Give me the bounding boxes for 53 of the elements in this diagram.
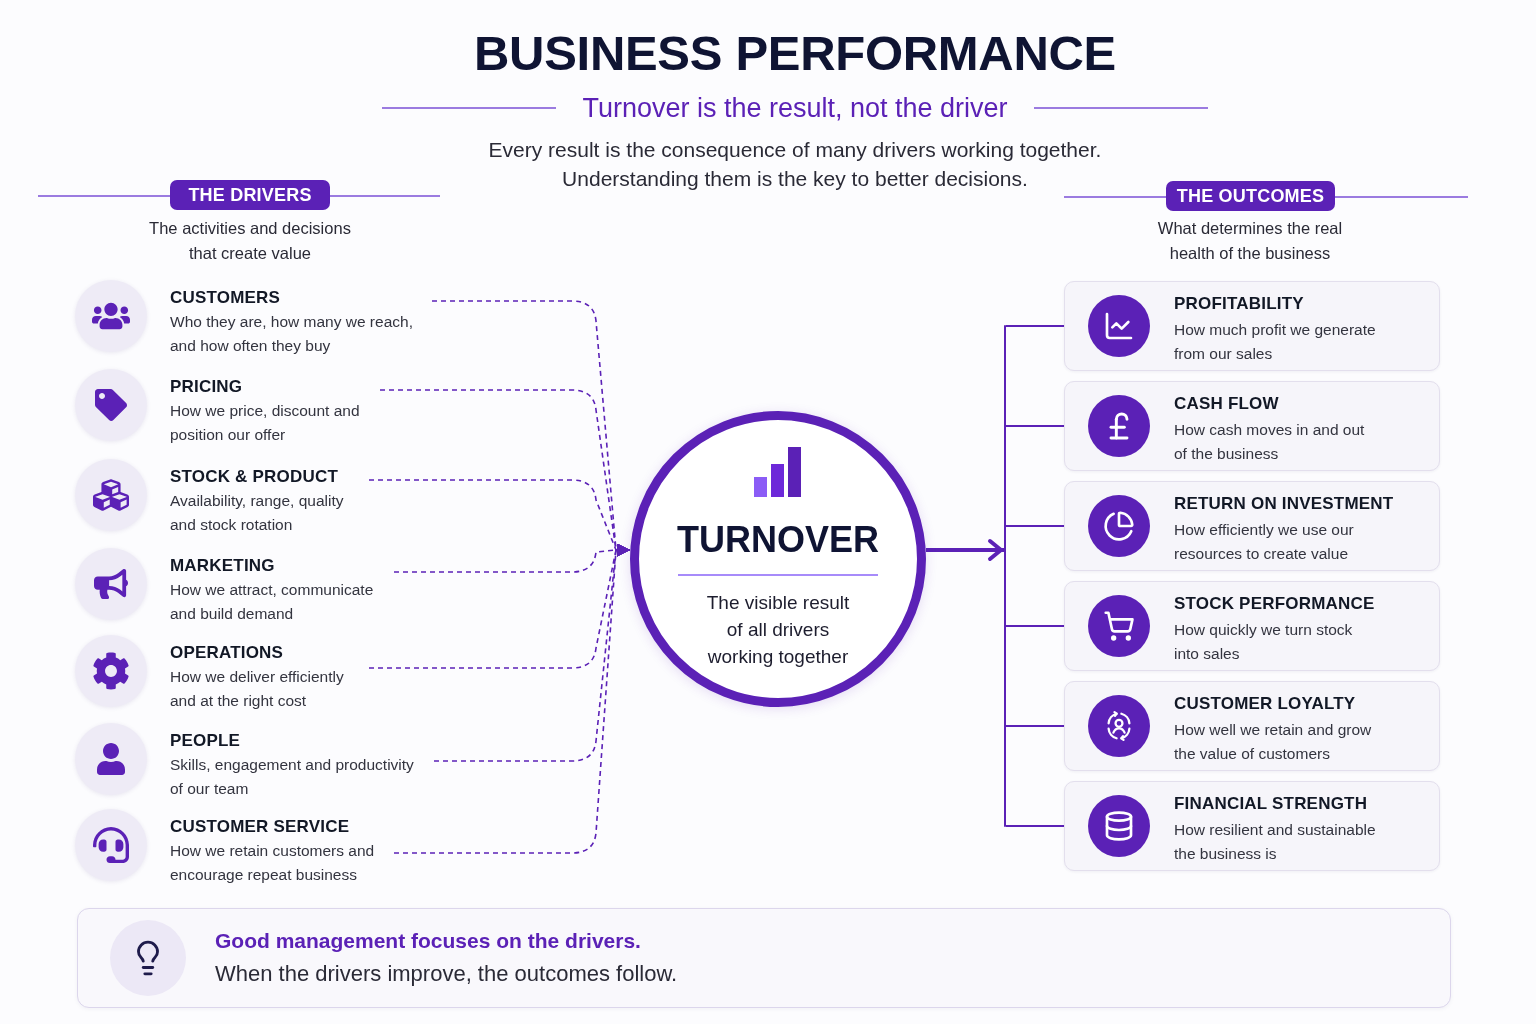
- driver-description: How we price, discount and position our offer: [170, 401, 361, 445]
- outcome-description: How resilient and sustainable the business is: [1174, 820, 1377, 864]
- section-heading: THE OUTCOMES: [1166, 181, 1335, 211]
- outcome-description: How cash moves in and out of the business: [1174, 420, 1366, 464]
- connector-line: [1005, 725, 1065, 727]
- driver-title: STOCK & PRODUCT: [170, 466, 338, 488]
- outcome-title: FINANCIAL STRENGTH: [1174, 793, 1368, 815]
- bracket-line: [1004, 325, 1006, 827]
- driver-title: OPERATIONS: [170, 642, 284, 664]
- section-heading: THE DRIVERS: [170, 180, 330, 210]
- page-title: BUSINESS PERFORMANCE: [474, 25, 1116, 82]
- footer-banner: [77, 908, 1451, 1008]
- footer-text: When the drivers improve, the outcomes follow.: [215, 960, 678, 988]
- driver-title: CUSTOMERS: [170, 287, 281, 309]
- outcome-card: [1064, 681, 1440, 771]
- intro-text: Every result is the consequence of many drivers working together. Understanding them is the key to better decisions.: [487, 137, 1103, 192]
- footer-highlight: Good management focuses on the drivers.: [215, 928, 641, 954]
- driver-description: Skills, engagement and productivity of our team: [170, 755, 415, 799]
- outcome-card: [1064, 381, 1440, 471]
- driver-title: PEOPLE: [170, 730, 241, 752]
- outcome-title: CUSTOMER LOYALTY: [1174, 693, 1356, 715]
- outcome-title: PROFITABILITY: [1174, 293, 1304, 315]
- connector-line: [1005, 525, 1065, 527]
- outcome-card: [1064, 581, 1440, 671]
- driver-description: How we attract, communicate and build demand: [170, 580, 375, 624]
- connector-line: [1005, 325, 1065, 327]
- page-subtitle: Turnover is the result, not the driver: [582, 92, 1008, 125]
- connector-line: [1005, 425, 1065, 427]
- arrow: [926, 539, 1004, 561]
- driver-title: CUSTOMER SERVICE: [170, 816, 350, 838]
- connector-line: [1005, 625, 1065, 627]
- outcome-description: How quickly we turn stock into sales: [1174, 620, 1354, 664]
- outcome-card: [1064, 781, 1440, 871]
- outcome-title: CASH FLOW: [1174, 393, 1279, 415]
- driver-description: Who they are, how many we reach, and how often they buy: [170, 312, 414, 356]
- driver-description: How we deliver efficiently and at the right cost: [170, 667, 345, 711]
- turnover-description: The visible result of all drivers working together: [705, 590, 851, 669]
- outcome-title: STOCK PERFORMANCE: [1174, 593, 1375, 615]
- section-description: The activities and decisions that create value: [148, 218, 352, 264]
- driver-description: How we retain customers and encourage repeat business: [170, 841, 376, 885]
- driver-description: Availability, range, quality and stock rotation: [170, 491, 345, 535]
- outcome-description: How well we retain and grow the value of customers: [1174, 720, 1373, 764]
- dashed-arrow: [393, 543, 631, 854]
- outcome-card: [1064, 481, 1440, 571]
- outcome-description: How much profit we generate from our sales: [1174, 320, 1377, 364]
- turnover-title: TURNOVER: [677, 518, 879, 562]
- connector-line: [1005, 825, 1065, 827]
- driver-title: PRICING: [170, 376, 243, 398]
- section-description: What determines the real health of the business: [1156, 218, 1344, 264]
- outcome-card: [1064, 281, 1440, 371]
- driver-title: MARKETING: [170, 555, 275, 577]
- outcome-description: How efficiently we use our resources to create value: [1174, 520, 1355, 564]
- outcome-title: RETURN ON INVESTMENT: [1174, 493, 1394, 515]
